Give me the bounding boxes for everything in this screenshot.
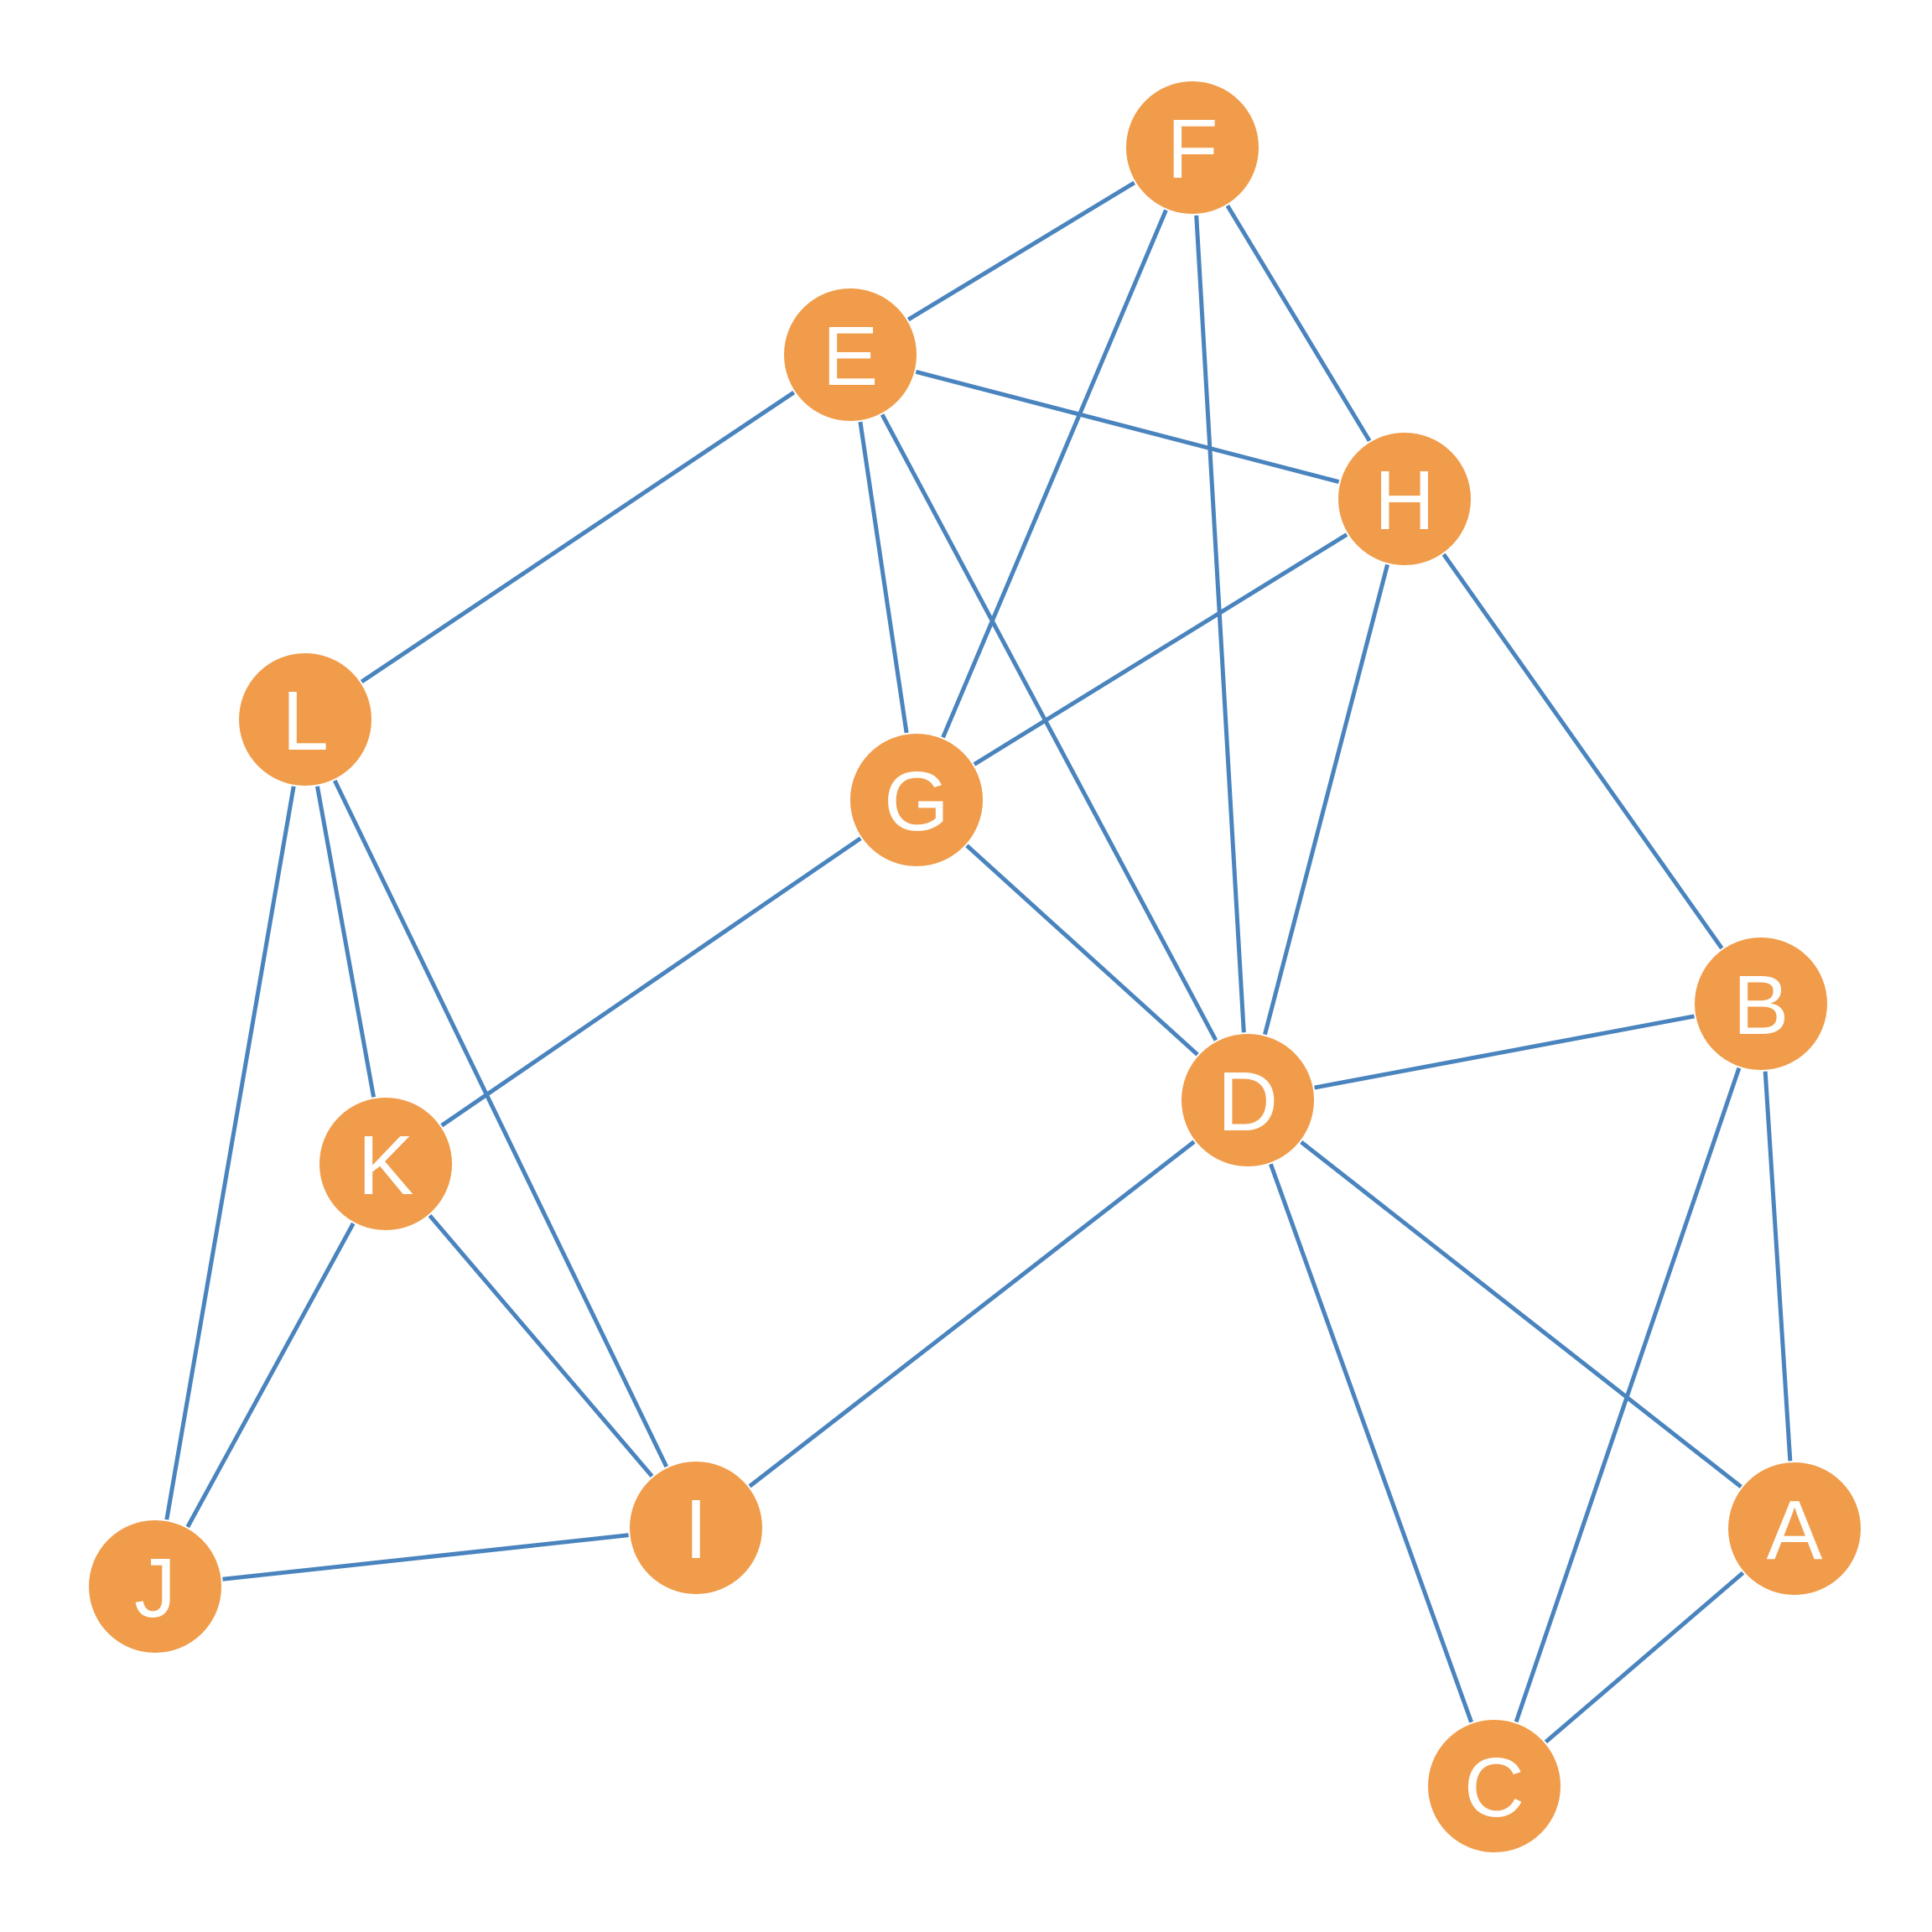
node-circle-A: [1727, 1461, 1862, 1597]
graph-edges: [153, 145, 1797, 1789]
node-circle-K: [318, 1096, 454, 1232]
edge-H-G: [914, 496, 1407, 802]
node-B: B: [1693, 936, 1829, 1072]
edge-E-H: [848, 352, 1407, 501]
node-label-H: H: [1374, 454, 1435, 548]
edge-F-H: [1190, 145, 1407, 501]
node-J: J: [87, 1519, 223, 1654]
node-D: D: [1180, 1032, 1316, 1168]
node-label-B: B: [1733, 958, 1789, 1052]
edge-J-I: [153, 1525, 699, 1589]
node-circle-D: [1180, 1032, 1316, 1168]
edge-F-D: [1190, 145, 1250, 1103]
edge-K-J: [153, 1161, 388, 1589]
node-I: I: [628, 1460, 764, 1596]
node-label-D: D: [1218, 1055, 1278, 1149]
node-H: H: [1337, 431, 1472, 567]
edge-H-D: [1245, 496, 1407, 1103]
node-F: F: [1124, 80, 1260, 216]
node-L: L: [237, 652, 373, 787]
edge-L-K: [303, 717, 388, 1166]
edge-L-I: [303, 717, 699, 1530]
node-G: G: [849, 732, 984, 868]
node-C: C: [1426, 1718, 1562, 1854]
edge-G-K: [383, 797, 919, 1166]
node-label-C: C: [1464, 1741, 1524, 1835]
edge-D-C: [1245, 1098, 1497, 1789]
edge-H-B: [1402, 496, 1763, 1006]
edge-D-A: [1245, 1098, 1797, 1531]
node-A: A: [1727, 1461, 1862, 1597]
edge-L-J: [153, 717, 308, 1589]
node-K: K: [318, 1096, 454, 1232]
edge-G-D: [914, 797, 1250, 1103]
edge-E-D: [848, 352, 1250, 1103]
edge-E-L: [303, 352, 853, 722]
node-circle-L: [237, 652, 373, 787]
edge-B-A: [1758, 1001, 1797, 1531]
node-E: E: [782, 287, 918, 423]
node-circle-F: [1124, 80, 1260, 216]
node-circle-I: [628, 1460, 764, 1596]
edge-D-I: [693, 1098, 1250, 1530]
node-circle-J: [87, 1519, 223, 1654]
node-circle-H: [1337, 431, 1472, 567]
node-label-A: A: [1767, 1483, 1823, 1577]
node-label-K: K: [358, 1119, 414, 1213]
node-label-F: F: [1166, 102, 1218, 196]
node-circle-B: [1693, 936, 1829, 1072]
node-circle-E: [782, 287, 918, 423]
edge-F-G: [914, 145, 1195, 802]
edge-B-C: [1492, 1001, 1763, 1789]
node-circle-C: [1426, 1718, 1562, 1854]
node-label-G: G: [884, 755, 949, 849]
edge-D-B: [1245, 1001, 1763, 1103]
node-label-E: E: [823, 309, 879, 403]
node-label-L: L: [282, 674, 329, 768]
graph-nodes: A B C D E F G H I J K L: [87, 80, 1862, 1854]
node-label-J: J: [134, 1541, 176, 1635]
edge-E-G: [848, 352, 919, 802]
node-circle-G: [849, 732, 984, 868]
edge-K-I: [383, 1161, 699, 1530]
node-label-I: I: [684, 1483, 708, 1576]
